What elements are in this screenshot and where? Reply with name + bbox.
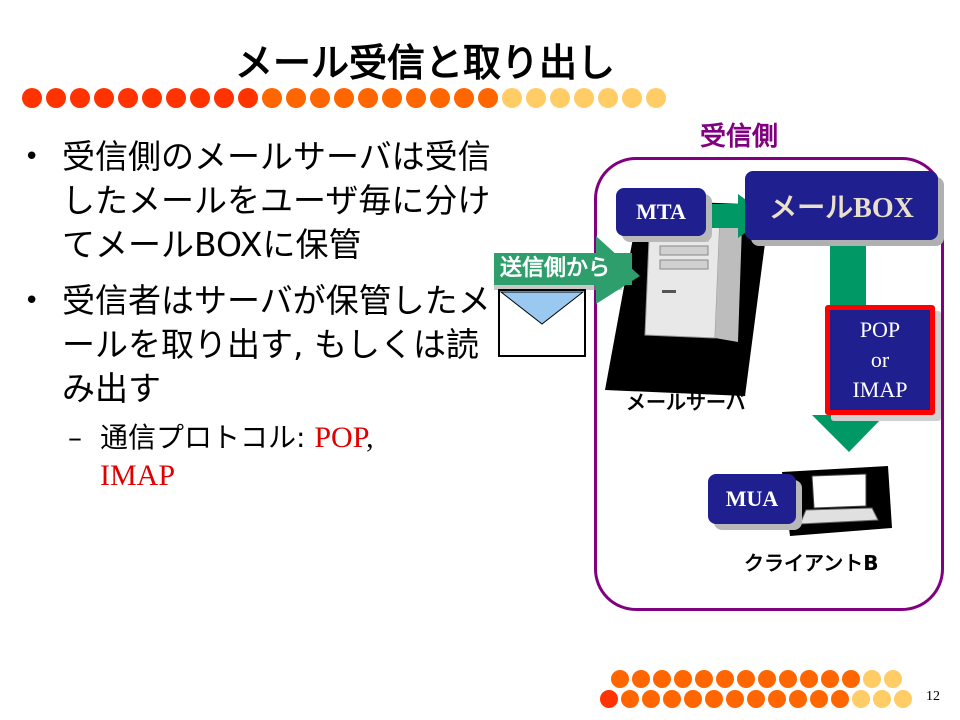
protocol-pop: POP (314, 421, 367, 454)
pop-label: POP (859, 317, 901, 342)
sub-bullet-item: – 通信プロトコル: POP, IMAP (18, 419, 508, 495)
receiver-label: 受信側 (700, 122, 779, 152)
mta-box: MTA (616, 188, 706, 236)
sub-bullet-prefix: 通信プロトコル: (100, 421, 315, 454)
slide-title: メール受信と取り出し (234, 41, 615, 85)
bullet-item: • 受信側のメールサーバは受信したメールをユーザ毎に分けてメールBOXに保管 (18, 135, 508, 267)
server-tower-icon (605, 200, 770, 396)
mail-server-caption: メールサーバ (626, 390, 746, 414)
laptop-icon (782, 466, 892, 536)
bullet-text: 受信者はサーバが保管したメールを取り出す, もしくは読み出す (62, 281, 491, 408)
protocol-separator: , (366, 421, 374, 454)
title-dot-bar (22, 88, 666, 108)
bullet-mark: • (24, 142, 40, 172)
client-caption: クライアントB (744, 551, 879, 575)
or-label: or (870, 347, 890, 372)
imap-label: IMAP (852, 377, 908, 402)
bullet-item: • 受信者はサーバが保管したメールを取り出す, もしくは読み出す (18, 279, 508, 411)
pop-to-client-arrow-icon (812, 415, 885, 452)
bullet-list: • 受信側のメールサーバは受信したメールをユーザ毎に分けてメールBOXに保管 •… (18, 135, 508, 495)
sender-label: 送信側から (494, 253, 632, 285)
mailbox-box: メールBOX (745, 171, 938, 240)
envelope-icon (498, 289, 586, 357)
protocol-imap: IMAP (100, 459, 176, 492)
bullet-text: 受信側のメールサーバは受信したメールをユーザ毎に分けてメールBOXに保管 (62, 137, 491, 264)
receiver-side-box (594, 157, 944, 611)
footer-dot-bar-top (611, 670, 902, 688)
footer-dot-bar-bottom (600, 690, 912, 708)
mua-box: MUA (708, 474, 796, 524)
page-number: 12 (926, 689, 940, 704)
mailbox-down-arrow-icon (830, 240, 866, 305)
pop-imap-box: POP or IMAP (825, 305, 935, 415)
bullet-mark: • (24, 286, 40, 316)
dash-mark: – (68, 421, 82, 454)
